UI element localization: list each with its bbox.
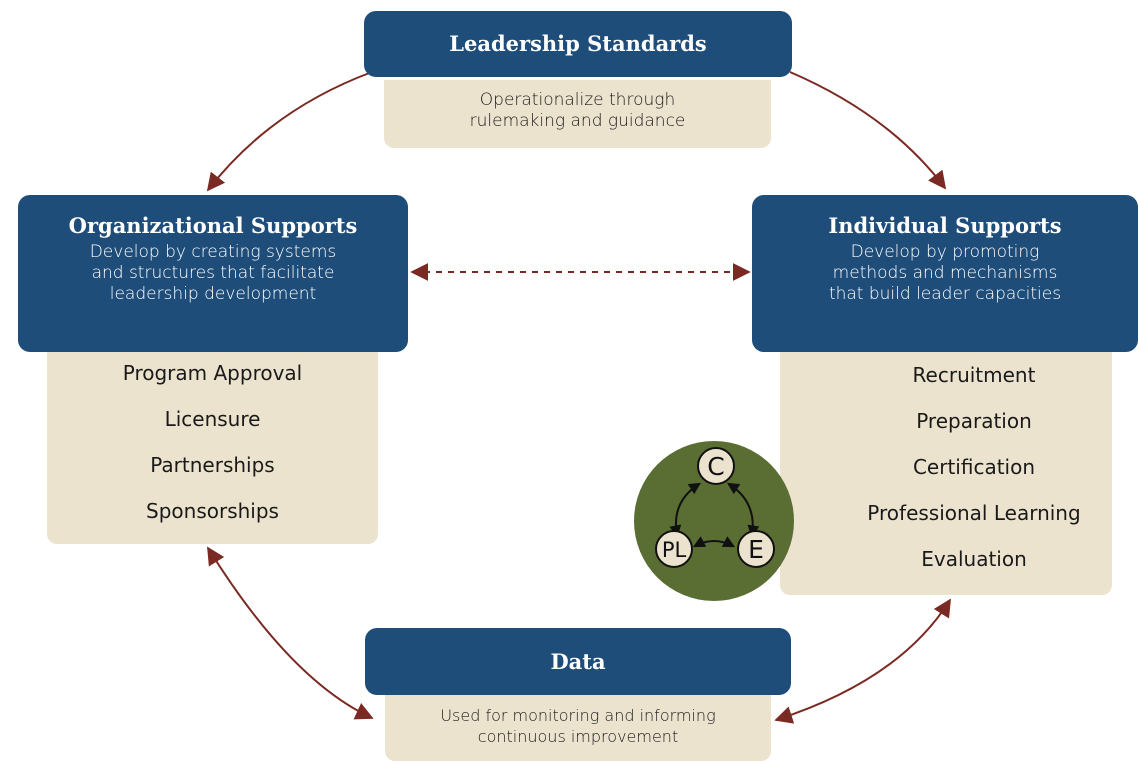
cycle-arrow-pl-e xyxy=(692,536,736,548)
organizational-supports-header: Organizational Supports Develop by creat… xyxy=(18,195,408,352)
individual-supports-title: Individual Supports xyxy=(828,213,1062,238)
individual-item-evaluation: Evaluation xyxy=(921,547,1027,571)
individual-supports-list: Recruitment Preparation Certification Pr… xyxy=(780,340,1112,582)
data-header: Data xyxy=(365,628,791,695)
individual-supports-header: Individual Supports Develop by promoting… xyxy=(752,195,1138,352)
arrow-data-individual xyxy=(774,598,951,724)
individual-desc-line1: Develop by promoting xyxy=(850,242,1040,262)
data-desc-line2: continuous improvement xyxy=(477,727,679,746)
organizational-supports-list: Program Approval Licensure Partnerships … xyxy=(47,340,378,534)
individual-desc-line2: methods and mechanisms xyxy=(832,263,1058,283)
leadership-standards-header: Leadership Standards xyxy=(364,11,792,77)
leadership-standards-title: Leadership Standards xyxy=(449,31,707,56)
organizational-desc-line1: Develop by creating systems xyxy=(89,242,337,262)
organizational-desc-line3: leadership development xyxy=(109,284,317,304)
individual-item-preparation: Preparation xyxy=(916,409,1032,433)
arrow-leadership-to-individual xyxy=(789,71,947,190)
organizational-supports-title: Organizational Supports xyxy=(68,213,358,238)
cycle-node-e: E xyxy=(737,530,775,568)
leadership-standards-description-box: Operationalize through rulemaking and gu… xyxy=(384,80,771,148)
organizational-item-licensure: Licensure xyxy=(164,407,261,431)
individual-desc-line3: that build leader capacities xyxy=(828,284,1062,304)
individual-supports-list-box: Recruitment Preparation Certification Pr… xyxy=(780,340,1112,595)
cycle-diagram: C PL E xyxy=(634,441,794,601)
individual-item-certification: Certification xyxy=(912,455,1036,479)
leadership-standards-desc-line1: Operationalize through xyxy=(479,90,676,110)
cycle-node-c: C xyxy=(697,447,735,485)
cycle-node-e-label: E xyxy=(748,535,764,564)
organizational-item-sponsorships: Sponsorships xyxy=(146,499,279,523)
organizational-desc-line2: and structures that facilitate xyxy=(91,263,335,283)
data-title: Data xyxy=(550,649,606,674)
organizational-item-program-approval: Program Approval xyxy=(122,361,303,385)
data-description-box: Used for monitoring and informing contin… xyxy=(385,693,771,761)
cycle-node-pl: PL xyxy=(655,530,693,568)
arrow-leadership-to-organizational xyxy=(206,71,373,192)
cycle-arrow-c-e xyxy=(726,482,760,538)
individual-item-recruitment: Recruitment xyxy=(912,363,1036,387)
data-desc-line1: Used for monitoring and informing xyxy=(440,706,716,725)
cycle-arrow-pl-c xyxy=(669,482,702,538)
cycle-node-c-label: C xyxy=(707,452,724,481)
leadership-standards-desc-line2: rulemaking and guidance xyxy=(469,111,686,131)
organizational-item-partnerships: Partnerships xyxy=(150,453,275,477)
cycle-node-pl-label: PL xyxy=(662,538,687,562)
individual-item-professional-learning: Professional Learning xyxy=(867,501,1081,525)
organizational-supports-list-box: Program Approval Licensure Partnerships … xyxy=(47,340,378,544)
arrow-organizational-data xyxy=(207,546,374,720)
